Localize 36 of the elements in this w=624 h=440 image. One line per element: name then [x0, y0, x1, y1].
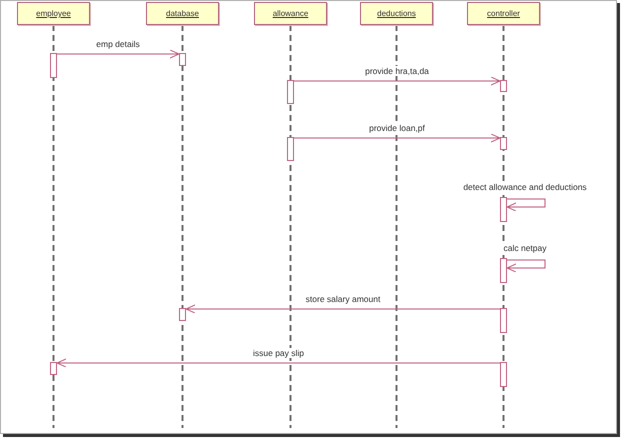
activation-bar [179, 53, 186, 66]
message-label: store salary amount [304, 294, 382, 304]
activation-bar [287, 137, 294, 161]
message-label: calc netpay [502, 243, 548, 253]
message-label: emp details [95, 39, 141, 49]
message-arrow [56, 50, 180, 58]
lifeline-name: database [166, 9, 199, 18]
lifeline-header [360, 2, 433, 25]
message-arrow [56, 358, 500, 368]
lifeline-header [17, 2, 90, 25]
message-label: detect allowance and deductions [462, 182, 588, 192]
message-arrow [294, 134, 500, 142]
activation-bar [500, 308, 507, 333]
lifeline-name: deductions [377, 9, 416, 18]
activation-bar [500, 362, 507, 387]
activation-bar [500, 80, 507, 92]
message-arrow [506, 198, 546, 212]
activation-bar [500, 258, 507, 283]
message-arrow [506, 260, 546, 272]
message-label: provide hra,ta,da [364, 66, 430, 76]
message-arrow [186, 304, 500, 314]
message-arrow [294, 76, 500, 86]
lifeline-name: controller [487, 9, 520, 18]
activation-bar [500, 197, 507, 222]
lifeline-header [146, 2, 219, 25]
lifeline-header [254, 2, 327, 25]
lifeline-name: allowance [272, 9, 308, 18]
lifeline-header [467, 2, 540, 25]
activation-bar [179, 308, 186, 321]
message-label: provide loan,pf [368, 123, 426, 133]
activation-bar [500, 137, 507, 150]
lifeline-name: employee [36, 9, 71, 18]
activation-bar [50, 362, 57, 375]
message-label: issue pay slip [252, 348, 306, 358]
activation-bar [50, 53, 57, 78]
activation-bar [287, 80, 294, 104]
